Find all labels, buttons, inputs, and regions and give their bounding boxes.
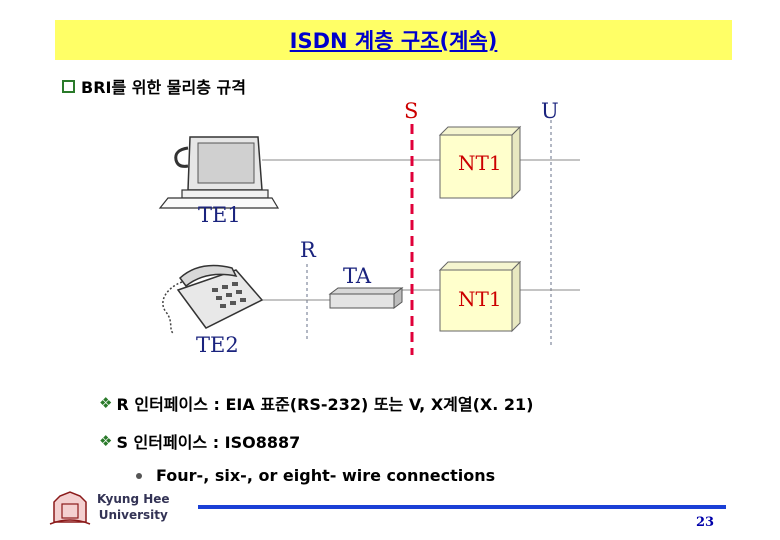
footer-divider [198, 505, 726, 509]
sub-bullet-text: Four-, six-, or eight- wire connections [156, 466, 495, 485]
bullet-s-text: S 인터페이스 : ISO8887 [116, 429, 300, 453]
bullet-r-text: R 인터페이스 : EIA 표준(RS-232) 또는 V, X계열(X. 21… [116, 391, 533, 415]
university-name-line1: Kyung Hee [97, 491, 170, 507]
check-bullet-icon: ❖ [99, 394, 112, 412]
te2-label: TE2 [196, 333, 239, 357]
sub-bullet: Four-, six-, or eight- wire connections [136, 466, 495, 485]
ta-label: TA [343, 264, 372, 288]
nt1-top-label: NT1 [458, 151, 502, 175]
check-bullet-icon: ❖ [99, 432, 112, 450]
university-name-line2: University [97, 507, 170, 523]
s-label: S [404, 99, 418, 123]
computer-terminal-icon [160, 137, 278, 208]
te1-label: TE1 [198, 203, 241, 227]
bullet-s-interface: ❖ S 인터페이스 : ISO8887 [99, 429, 300, 453]
university-logo-icon [48, 490, 92, 526]
nt1-bottom-label: NT1 [458, 287, 502, 311]
r-label: R [300, 238, 317, 262]
page-number: 23 [696, 515, 714, 530]
university-name: Kyung Hee University [97, 491, 170, 523]
telephone-icon [163, 266, 262, 334]
ta-box [330, 288, 402, 308]
u-label: U [541, 99, 559, 123]
bullet-r-interface: ❖ R 인터페이스 : EIA 표준(RS-232) 또는 V, X계열(X. … [99, 391, 533, 415]
dot-bullet-icon [136, 473, 142, 479]
